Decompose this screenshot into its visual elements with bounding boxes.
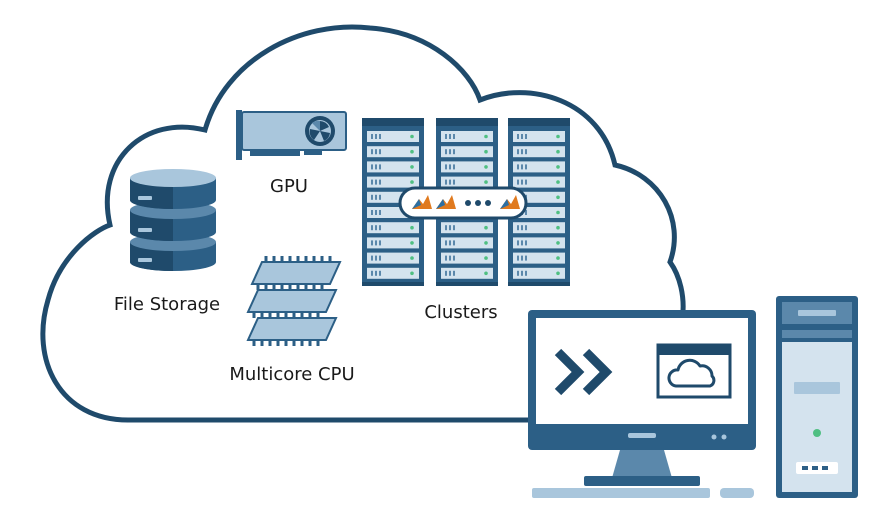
server-unit (367, 176, 419, 188)
server-cluster (362, 118, 570, 286)
server-unit (441, 222, 493, 234)
server-unit (513, 237, 565, 249)
ellipsis-dot (485, 200, 491, 206)
server-unit (367, 131, 419, 142)
server-unit (513, 146, 565, 158)
server-unit (367, 237, 419, 249)
server-unit (441, 252, 493, 264)
cloud-window-icon (656, 343, 732, 399)
server-unit (441, 267, 493, 279)
server-unit (367, 222, 419, 234)
gpu-label: GPU (270, 176, 308, 197)
multicore-cpu-label: Multicore CPU (229, 364, 354, 385)
desktop-monitor-icon (528, 310, 756, 498)
cpu-chip-middle (246, 289, 338, 318)
server-unit (441, 161, 493, 173)
power-led (813, 429, 821, 437)
server-unit (367, 252, 419, 264)
server-unit (367, 146, 419, 158)
cpu-chip-stack-icon (246, 256, 342, 346)
gpu-card-icon (236, 110, 347, 160)
cpu-chip-bottom (246, 317, 338, 346)
server-unit (441, 146, 493, 158)
cloud-outline (40, 24, 686, 423)
server-rack-icon (508, 118, 570, 286)
server-unit (513, 267, 565, 279)
server-unit (441, 131, 493, 142)
server-unit (441, 237, 493, 249)
server-unit (441, 176, 493, 188)
matlab-logo-icon (412, 195, 432, 209)
server-unit (513, 131, 565, 142)
pc-tower-icon (776, 296, 858, 498)
matlab-logo-icon (500, 195, 520, 209)
ellipsis-dot (465, 200, 471, 206)
database-icon (130, 169, 216, 271)
server-unit (513, 161, 565, 173)
matlab-logo-icon (436, 195, 456, 209)
ellipsis-dot (475, 200, 481, 206)
server-unit (367, 267, 419, 279)
server-unit (513, 252, 565, 264)
server-rack-icon (362, 118, 424, 286)
file-storage-label: File Storage (114, 294, 220, 315)
clusters-label: Clusters (424, 302, 497, 323)
worker-connector (398, 186, 528, 220)
cpu-chip-top (250, 256, 342, 290)
server-unit (513, 222, 565, 234)
double-chevron-icon (554, 348, 613, 396)
server-unit (513, 176, 565, 188)
server-unit (367, 161, 419, 173)
